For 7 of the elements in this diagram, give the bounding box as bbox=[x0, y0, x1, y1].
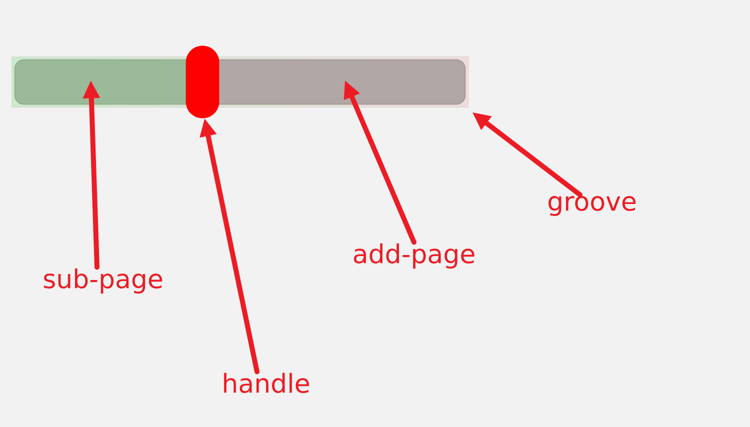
callout-label: sub-page bbox=[44, 268, 162, 294]
empty-track bbox=[218, 59, 466, 105]
callout-label: handle bbox=[224, 372, 309, 394]
callout-label: add-page bbox=[354, 243, 474, 269]
callout-label: groove bbox=[548, 196, 636, 216]
filled-track bbox=[14, 59, 187, 105]
slider-handle bbox=[186, 46, 220, 118]
